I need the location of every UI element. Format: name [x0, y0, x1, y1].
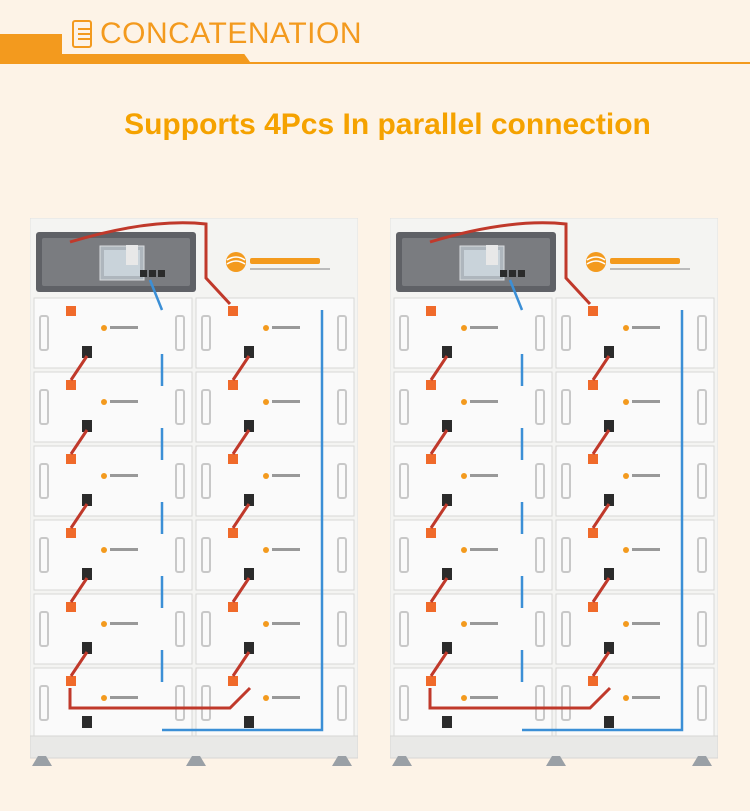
battery-module — [195, 371, 355, 443]
stack-foot — [332, 756, 352, 766]
power-cable — [231, 429, 251, 455]
power-cable — [429, 577, 449, 603]
battery-module — [195, 519, 355, 591]
stack-foot — [32, 756, 52, 766]
battery-module — [195, 667, 355, 739]
header-title-box: CONCATENATION — [62, 14, 362, 54]
power-cable — [429, 355, 449, 381]
control-box — [396, 232, 556, 292]
power-cable — [231, 651, 251, 677]
power-cable — [231, 355, 251, 381]
brand-logo — [586, 252, 690, 272]
stack-foot — [546, 756, 566, 766]
battery-module — [393, 297, 553, 369]
battery-stack-left — [30, 218, 358, 766]
brand-logo — [226, 252, 330, 272]
stack-foot — [392, 756, 412, 766]
power-cable — [68, 686, 252, 710]
battery-module — [555, 519, 715, 591]
battery-module — [393, 445, 553, 517]
power-cable — [69, 577, 89, 603]
battery-module — [33, 667, 193, 739]
battery-module — [555, 371, 715, 443]
battery-module — [33, 519, 193, 591]
power-cable — [69, 355, 89, 381]
battery-module — [195, 297, 355, 369]
control-box — [36, 232, 196, 292]
battery-stack-graphic — [390, 218, 718, 766]
header-rule — [0, 62, 750, 64]
stack-foot — [186, 756, 206, 766]
power-cable — [69, 651, 89, 677]
power-cable — [428, 686, 612, 710]
page-title: CONCATENATION — [99, 17, 362, 50]
power-cable — [69, 429, 89, 455]
power-cable — [429, 651, 449, 677]
battery-module — [555, 297, 715, 369]
power-cable — [429, 221, 592, 306]
battery-module — [555, 593, 715, 665]
comms-cable — [148, 279, 164, 311]
battery-module — [33, 593, 193, 665]
header: CONCATENATION — [0, 0, 750, 70]
battery-module — [33, 445, 193, 517]
battery-module — [195, 445, 355, 517]
document-icon — [72, 20, 92, 48]
battery-module — [393, 667, 553, 739]
battery-module — [33, 371, 193, 443]
power-cable — [591, 651, 611, 677]
battery-stack-right — [390, 218, 718, 766]
battery-stack-graphic — [30, 218, 358, 766]
power-cable — [591, 429, 611, 455]
power-cable — [429, 503, 449, 529]
comms-cable — [508, 279, 524, 311]
battery-module — [393, 371, 553, 443]
comms-cable — [162, 310, 324, 732]
power-cable — [69, 503, 89, 529]
battery-module — [555, 445, 715, 517]
power-cable — [231, 577, 251, 603]
battery-module — [393, 519, 553, 591]
power-cable — [69, 221, 232, 306]
comms-cable — [522, 310, 684, 732]
power-cable — [429, 429, 449, 455]
power-cable — [231, 503, 251, 529]
battery-module — [393, 593, 553, 665]
battery-module — [555, 667, 715, 739]
battery-module — [195, 593, 355, 665]
stack-foot — [692, 756, 712, 766]
power-cable — [591, 503, 611, 529]
power-cable — [591, 577, 611, 603]
headline: Supports 4Pcs In parallel connection — [124, 108, 651, 141]
battery-module — [33, 297, 193, 369]
power-cable — [591, 355, 611, 381]
